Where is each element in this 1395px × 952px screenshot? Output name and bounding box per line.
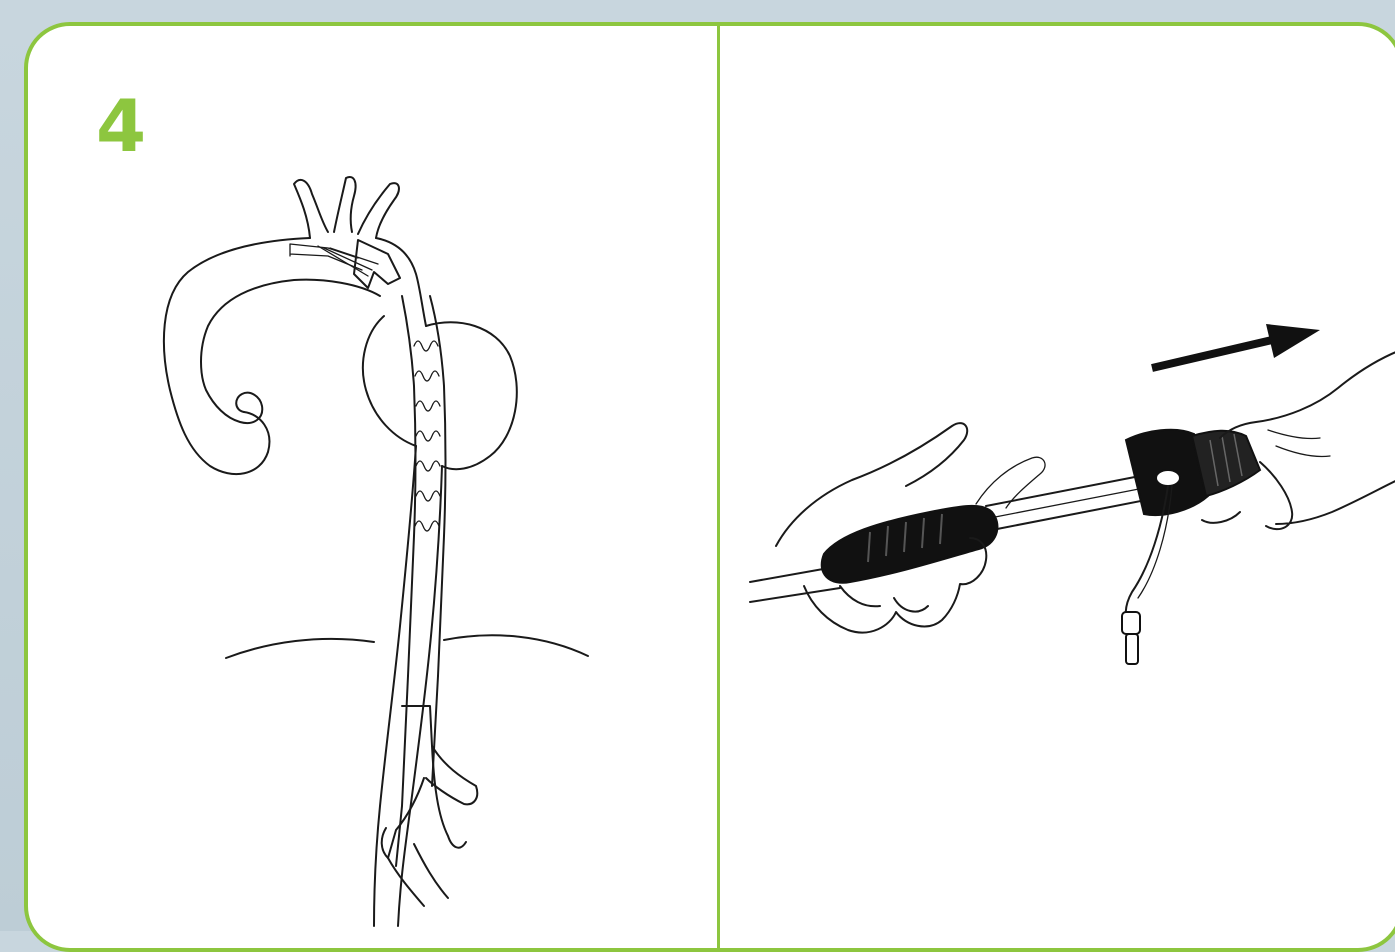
aortic-arch-outer	[164, 238, 426, 474]
branch-vessel	[334, 177, 356, 232]
branch-vessel	[294, 180, 328, 238]
branch-vessel	[358, 183, 399, 238]
metal-shaft-highlight	[990, 488, 1144, 518]
diaphragm-line	[226, 635, 588, 658]
left-panel	[28, 26, 717, 948]
instruction-card: 4	[24, 22, 1395, 952]
aortic-arch-inner	[201, 280, 380, 423]
tether-lines	[318, 246, 378, 276]
right-panel	[720, 26, 1395, 948]
descending-aorta-wall	[374, 446, 416, 926]
front-collar	[1126, 430, 1260, 515]
rear-grip	[822, 506, 998, 583]
lock-pin-icon	[1122, 612, 1140, 664]
handle-withdrawal-illustration	[720, 26, 1395, 952]
right-hand-fingers	[1268, 430, 1330, 457]
stent-rings	[414, 341, 440, 531]
pull-direction-arrow-icon	[1152, 324, 1320, 368]
aorta-stent-illustration	[28, 26, 717, 952]
